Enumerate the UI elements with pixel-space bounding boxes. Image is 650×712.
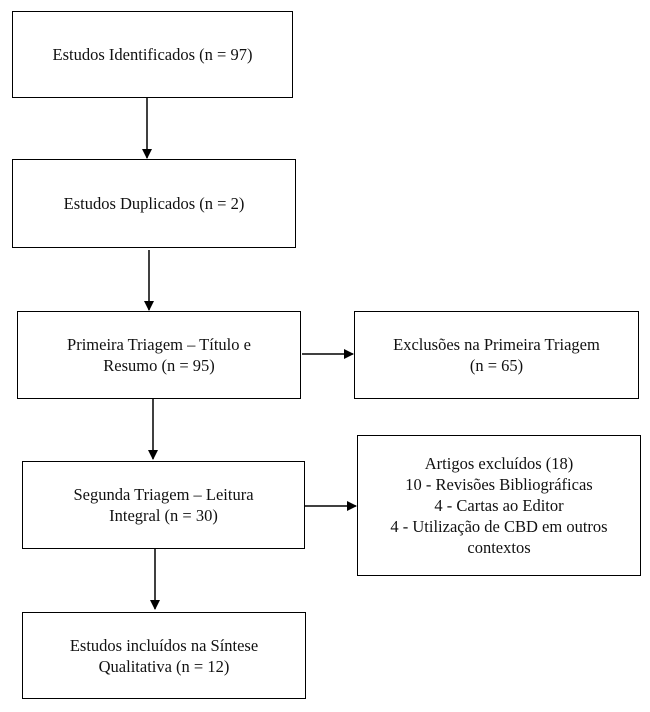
box-duplicate-studies: Estudos Duplicados (n = 2) (12, 159, 296, 248)
box-identified-studies: Estudos Identificados (n = 97) (12, 11, 293, 98)
box-text-line: contextos (467, 538, 531, 557)
box-text-line: Estudos Identificados (n = 97) (52, 45, 253, 64)
box-text-line: 10 - Revisões Bibliográficas (405, 475, 593, 494)
box-text-line: 4 - Cartas ao Editor (434, 496, 564, 515)
box-text-line: Resumo (n = 95) (103, 356, 215, 375)
box-text-line: Estudos incluídos na Síntese (69, 635, 259, 655)
box-text-line: Artigos excluídos (18) (424, 454, 574, 473)
box-text-line: Exclusões na Primeira Triagem (393, 335, 600, 354)
box-text-line: 4 - Utilização de CBD em outros (390, 517, 608, 536)
box-text-line: Primeira Triagem – Título e (67, 335, 251, 354)
box-included-studies: Estudos incluídos na Síntese Qualitativa… (22, 612, 306, 699)
box-excluded-articles: Artigos excluídos (18) 10 - Revisões Bib… (357, 435, 641, 576)
box-first-screening-exclusions: Exclusões na Primeira Triagem (n = 65) (354, 311, 639, 399)
box-text-line: Qualitativa (n = 12) (98, 656, 230, 676)
box-second-screening: Segunda Triagem – Leitura Integral (n = … (22, 461, 305, 549)
box-text-line: Integral (n = 30) (109, 506, 218, 525)
box-text-line: Segunda Triagem – Leitura (73, 485, 254, 504)
box-text-line: Estudos Duplicados (n = 2) (63, 194, 245, 213)
box-text-line: (n = 65) (469, 356, 524, 375)
box-first-screening: Primeira Triagem – Título e Resumo (n = … (17, 311, 301, 399)
